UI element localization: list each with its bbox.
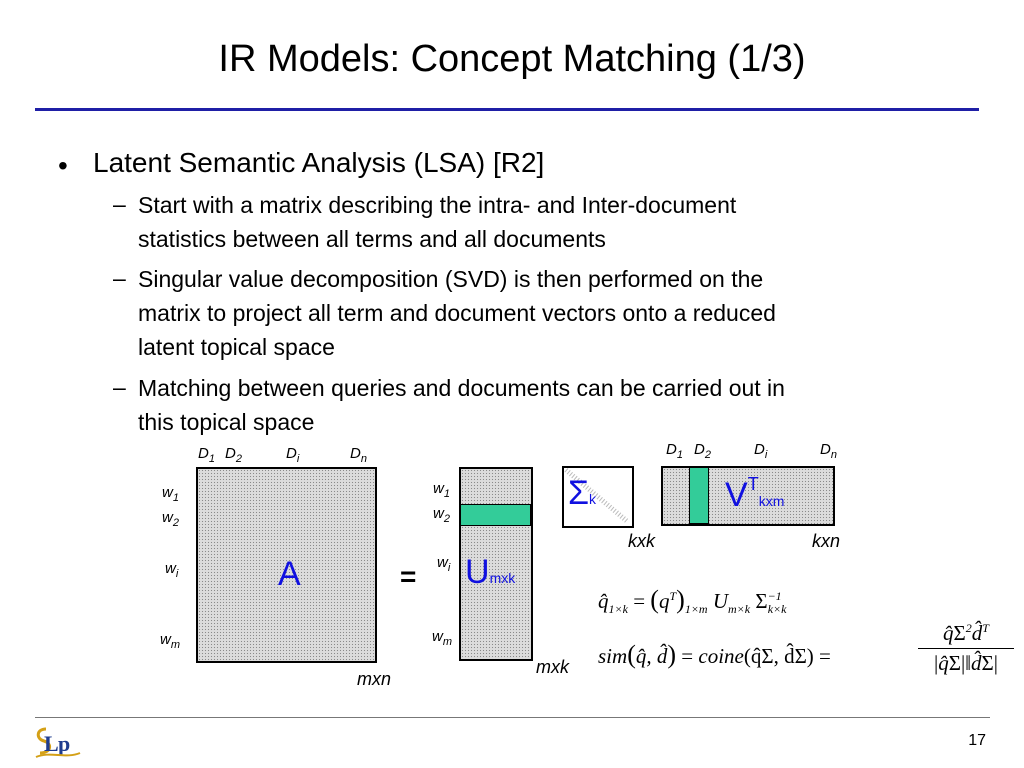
footer-divider: [35, 717, 990, 718]
matrix-sigma-dims: kxk: [628, 531, 655, 551]
matrix-a-label: A: [278, 555, 301, 593]
subbullet-1: Start with a matrix describing the intra…: [138, 188, 958, 256]
label-di-a: Di: [286, 445, 300, 465]
subbullet-2-line-3: latent topical space: [138, 334, 335, 360]
label-wi-a: wi: [165, 560, 179, 580]
subbullet-2-line-2: matrix to project all term and document …: [138, 300, 776, 326]
svg-text:p: p: [58, 731, 70, 756]
page-number: 17: [968, 732, 986, 749]
matrix-vt-sup: T: [747, 473, 759, 494]
equals-sign: =: [400, 561, 417, 592]
label-d2-a: D2: [225, 445, 242, 465]
svg-text:L: L: [44, 731, 59, 756]
label-w1-a: w1: [162, 484, 179, 504]
label-w1-u: w1: [433, 480, 450, 500]
matrix-a: [196, 467, 377, 663]
matrix-vt-dims: kxn: [812, 531, 841, 551]
label-d1-v: D1: [666, 441, 683, 461]
label-dn-a: Dn: [350, 445, 367, 465]
matrix-vt-highlight-col: [689, 467, 709, 524]
matrix-u-highlight-row: [460, 504, 531, 526]
matrix-sigma-sub: k: [589, 491, 597, 507]
subbullet-1-line-2: statistics between all terms and all doc…: [138, 226, 606, 252]
label-w2-a: w2: [162, 509, 179, 529]
matrix-sigma: [562, 466, 634, 528]
formula-fraction: q̂Σ2d̂T |q̂Σ|‖d̂Σ|: [918, 621, 1014, 676]
subbullet-2-line-1: Singular value decomposition (SVD) is th…: [138, 266, 764, 292]
slp-logo: L p: [32, 723, 84, 763]
label-di-v: Di: [754, 441, 768, 461]
label-d1-a: D1: [198, 445, 215, 465]
matrix-u-sub: mxk: [489, 570, 516, 586]
formula-similarity: sim(q̂, d̂) = coine(q̂Σ, d̂Σ) =: [598, 640, 831, 669]
dash-marker-3: –: [113, 374, 126, 400]
dash-marker-2: –: [113, 265, 126, 291]
title-divider: [35, 108, 979, 111]
matrix-vt-label: VTkxm: [725, 473, 785, 514]
subbullet-3-line-1: Matching between queries and documents c…: [138, 375, 785, 401]
subbullet-3-line-2: this topical space: [138, 409, 315, 435]
subbullet-3: Matching between queries and documents c…: [138, 371, 958, 439]
label-d2-v: D2: [694, 441, 711, 461]
matrix-a-dims: mxn: [357, 669, 392, 689]
matrix-u-dims: mxk: [536, 657, 569, 677]
matrix-u: [459, 467, 533, 661]
subbullet-1-line-1: Start with a matrix describing the intra…: [138, 192, 737, 218]
matrix-u-label: Umxk: [465, 553, 516, 591]
bullet-marker: •: [58, 150, 68, 181]
formula-query-projection: q̂1×k = (qT)1×m Um×k Σ−1k×k: [598, 585, 787, 617]
matrix-sigma-label: Σk: [568, 474, 597, 512]
label-wm-u: wm: [432, 628, 453, 648]
bullet-main-text: Latent Semantic Analysis (LSA) [R2]: [93, 147, 545, 178]
dash-marker-1: –: [113, 191, 126, 217]
label-wm-a: wm: [160, 631, 181, 651]
subbullet-2: Singular value decomposition (SVD) is th…: [138, 262, 958, 364]
label-wi-u: wi: [437, 554, 451, 574]
slide-title: IR Models: Concept Matching (1/3): [218, 38, 806, 80]
matrix-vt-sub: kxm: [758, 493, 785, 509]
label-w2-u: w2: [433, 505, 450, 525]
label-dn-v: Dn: [820, 441, 837, 461]
